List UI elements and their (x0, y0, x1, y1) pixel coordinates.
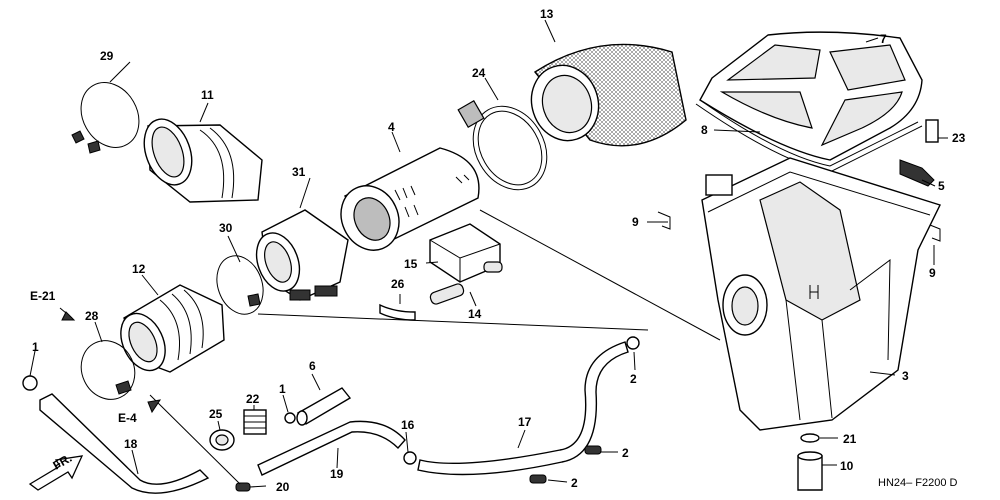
air-box-cover (695, 31, 923, 173)
callout-8: 8 (701, 123, 708, 137)
callout-10: 10 (840, 459, 854, 473)
callout-26: 26 (391, 277, 405, 291)
callout-5: 5 (938, 179, 945, 193)
hose-clamp-28 (80, 340, 136, 400)
callout-9a: 9 (632, 215, 639, 229)
callout-30: 30 (219, 221, 233, 235)
callout-20: 20 (276, 480, 290, 494)
callout-1a: 1 (32, 340, 39, 354)
connecting-tube (255, 209, 349, 301)
hose-18 (39, 393, 210, 494)
drain-fitting-22 (243, 409, 267, 435)
callout-12: 12 (132, 262, 146, 276)
air-box (701, 157, 941, 431)
callout-1b: 1 (279, 382, 286, 396)
small-hose-26 (379, 303, 416, 321)
hose-clamp-29 (71, 82, 140, 154)
callout-16: 16 (401, 418, 415, 432)
e21-arrow-icon (61, 311, 76, 321)
grommet-25 (209, 429, 235, 451)
callout-6: 6 (309, 359, 316, 373)
ref-e21: E-21 (30, 289, 56, 303)
intake-boot (120, 284, 225, 373)
callout-3: 3 (902, 369, 909, 383)
leader-lines (29, 19, 948, 488)
callout-18: 18 (124, 437, 138, 451)
hose-clamp-30 (216, 255, 264, 315)
intake-tube (143, 118, 263, 203)
air-filter-element (530, 43, 687, 147)
callout-14: 14 (468, 307, 482, 321)
callout-21: 21 (843, 432, 857, 446)
callout-2a: 2 (630, 372, 637, 386)
callout-29: 29 (100, 49, 114, 63)
diagram-code: HN24– F2200 D (878, 477, 958, 489)
callout-31: 31 (292, 165, 306, 179)
drain-plug-6 (296, 387, 352, 426)
front-direction-arrow-icon (28, 455, 84, 491)
ref-e4: E-4 (118, 411, 137, 425)
callout-11: 11 (201, 88, 214, 102)
hose-19 (257, 420, 406, 476)
clip-parts (22, 119, 941, 492)
breather-chamber (429, 223, 503, 305)
callout-2b: 2 (622, 446, 629, 460)
callout-13: 13 (540, 7, 554, 21)
callout-23: 23 (952, 131, 966, 145)
callout-2c: 2 (571, 476, 578, 490)
callout-22: 22 (246, 392, 260, 406)
hose-17 (417, 341, 629, 476)
band-clamp (457, 100, 548, 191)
callout-17: 17 (518, 415, 532, 429)
callout-28: 28 (85, 309, 99, 323)
callout-4: 4 (388, 120, 395, 134)
callout-25: 25 (209, 407, 223, 421)
callout-15: 15 (404, 257, 418, 271)
callout-19: 19 (330, 467, 344, 481)
callout-labels: 29 11 13 24 4 7 8 23 5 31 30 9 9 15 12 2… (30, 7, 966, 494)
foam-filter (340, 147, 480, 251)
callout-24: 24 (472, 66, 486, 80)
callout-9b: 9 (929, 266, 936, 280)
e4-arrow-icon (147, 399, 162, 414)
callout-7: 7 (880, 32, 887, 46)
